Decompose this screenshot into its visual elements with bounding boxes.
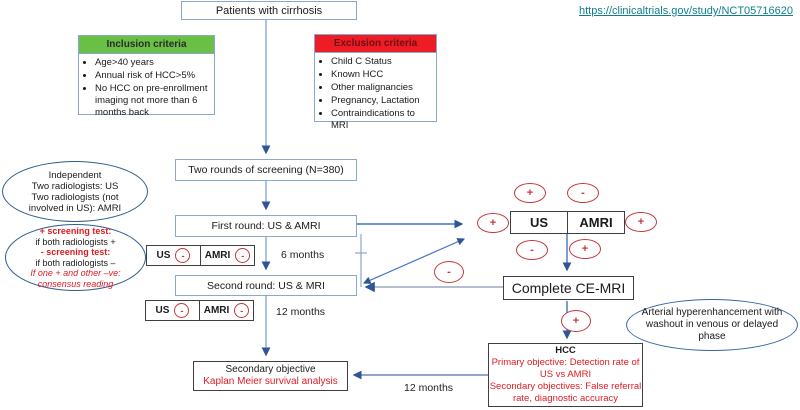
radiologists-oval: Independent Two radiologists: US Two rad… xyxy=(2,161,148,222)
minus-icon: - xyxy=(567,183,599,203)
inclusion-item: No HCC on pre-enrollment imaging not mor… xyxy=(95,83,212,119)
radiologists-line: Two radiologists: US xyxy=(31,180,119,192)
minus-icon: - xyxy=(174,303,190,318)
plus-icon: + xyxy=(514,183,546,203)
complete-cemri-box: Complete CE-MRI xyxy=(503,276,634,300)
inclusion-criteria-header: Inclusion criteria xyxy=(79,36,214,54)
radiologists-line: Two radiologists (not involved in US): A… xyxy=(28,191,122,214)
amri-label: AMRI xyxy=(203,305,230,316)
second-round-box: Second round: US & MRI xyxy=(175,275,357,296)
arterial-hyperenhancement-oval: Arterial hyperenhancement with washout i… xyxy=(626,299,798,351)
patients-box: Patients with cirrhosis xyxy=(181,1,357,20)
positive-test-label: + screening test: xyxy=(39,226,112,236)
secondary-objective-detail: Kaplan Meier survival analysis xyxy=(203,376,338,387)
clinicaltrials-link[interactable]: https://clinicaltrials.gov/study/NCT0571… xyxy=(579,5,793,17)
plus-icon: + xyxy=(569,239,601,259)
us-label: US xyxy=(155,305,170,316)
radiologists-line: Independent xyxy=(48,169,102,181)
secondary-objective-box: Secondary objective Kaplan Meier surviva… xyxy=(193,361,348,391)
plus-icon: + xyxy=(561,310,591,332)
inclusion-criteria-box: Inclusion criteria Age>40 years Annual r… xyxy=(78,35,215,118)
inclusion-criteria-list: Age>40 years Annual risk of HCC>5% No HC… xyxy=(79,57,214,119)
us-label: US xyxy=(156,250,171,261)
amri-negative-cell: AMRI - xyxy=(200,246,254,265)
complete-cemri-label: Complete CE-MRI xyxy=(511,280,626,296)
exclusion-criteria-box: Exclusion criteria Child C Status Known … xyxy=(314,34,437,131)
exclusion-item: Pregnancy, Lactation xyxy=(331,95,434,107)
first-round-box: First round: US & AMRI xyxy=(175,215,357,237)
minus-icon: - xyxy=(235,248,251,263)
hcc-title: HCC xyxy=(555,345,576,356)
minus-icon: - xyxy=(434,261,464,283)
us-amri-comparison-box: US AMRI xyxy=(510,211,625,234)
secondary-objective-title: Secondary objective xyxy=(225,364,316,375)
exclusion-item: Child C Status xyxy=(331,56,434,68)
patients-label: Patients with cirrhosis xyxy=(215,4,323,17)
us-label: US xyxy=(529,215,549,230)
two-rounds-label: Two rounds of screening (N=380) xyxy=(188,164,344,176)
round1-negative-result-box: US - AMRI - xyxy=(146,245,255,266)
exclusion-item: Contraindications to MRI xyxy=(331,108,434,132)
consensus-note-line2: consensus reading xyxy=(37,278,114,289)
plus-icon: + xyxy=(477,213,509,233)
minus-icon: - xyxy=(234,303,250,318)
interval-6-months: 6 months xyxy=(281,249,325,261)
exclusion-criteria-list: Child C Status Known HCC Other malignanc… xyxy=(315,56,436,132)
amri-cell: AMRI xyxy=(567,212,624,233)
hcc-secondary-objectives: Secondary objectives: False referral rat… xyxy=(489,381,642,404)
amri-negative-cell: AMRI - xyxy=(199,301,253,320)
minus-icon: - xyxy=(516,240,548,260)
us-cell: US xyxy=(511,212,567,233)
interval-12-months-outcome: 12 months xyxy=(404,382,454,394)
positive-test-rule: if both radiologists + xyxy=(35,236,116,247)
inclusion-item: Age>40 years xyxy=(95,57,212,69)
first-round-label: First round: US & AMRI xyxy=(211,220,321,232)
minus-icon: - xyxy=(175,248,191,263)
arterial-hyperenhancement-text: Arterial hyperenhancement with washout i… xyxy=(641,307,783,342)
us-negative-cell: US - xyxy=(147,246,200,265)
two-rounds-box: Two rounds of screening (N=380) xyxy=(175,159,357,181)
exclusion-item: Known HCC xyxy=(331,69,434,81)
plus-icon: + xyxy=(625,212,657,232)
negative-test-rule: if both radiologists – xyxy=(35,257,116,268)
interval-12-months: 12 months xyxy=(276,306,326,318)
inclusion-item: Annual risk of HCC>5% xyxy=(95,70,212,82)
exclusion-item: Other malignancies xyxy=(331,82,434,94)
exclusion-criteria-header: Exclusion criteria xyxy=(315,35,436,53)
amri-label: AMRI xyxy=(204,250,231,261)
second-round-label: Second round: US & MRI xyxy=(207,279,325,292)
hcc-primary-objective: Primary objective: Detection rate of US … xyxy=(491,357,640,380)
amri-label: AMRI xyxy=(579,215,613,230)
screening-test-oval: + screening test: if both radiologists +… xyxy=(5,224,146,291)
us-negative-cell: US - xyxy=(146,301,199,320)
hcc-outcome-box: HCC Primary objective: Detection rate of… xyxy=(488,343,643,407)
negative-test-label: - screening test: xyxy=(40,247,111,257)
round2-negative-result-box: US - AMRI - xyxy=(145,300,254,321)
consensus-note-line1: If one + and other –ve: xyxy=(30,268,121,278)
